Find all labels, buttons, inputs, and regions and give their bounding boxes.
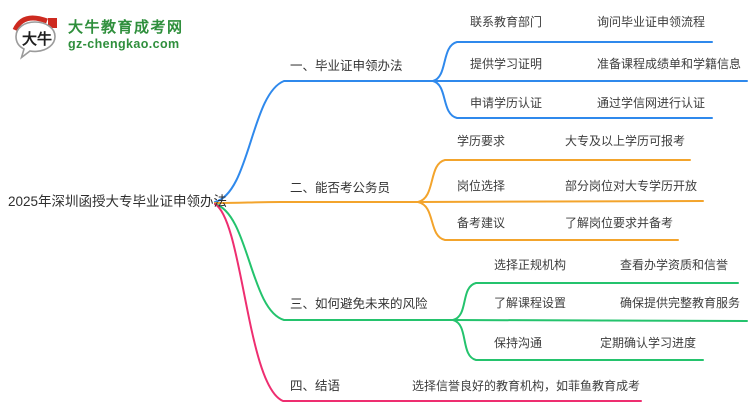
branch2-label: 二、能否考公务员 bbox=[290, 181, 391, 195]
logo-red-arc bbox=[12, 15, 48, 32]
logo-text-block: 大牛教育成考网 gz-chengkao.com bbox=[68, 15, 184, 51]
link-branch3-row3 bbox=[452, 319, 704, 361]
branch3-row1-key: 选择正规机构 bbox=[494, 258, 567, 272]
branch1-row1-value: 询问毕业证申领流程 bbox=[597, 15, 706, 29]
logo-red-seal bbox=[48, 18, 57, 28]
root-node: 2025年深圳函授大专毕业证申领办法 bbox=[8, 194, 228, 209]
link-branch2-row2 bbox=[417, 200, 704, 203]
link-root-branch3 bbox=[214, 203, 454, 321]
branch1-row3-value: 通过学信网进行认证 bbox=[597, 96, 706, 110]
link-branch2-row1 bbox=[417, 159, 691, 203]
link-branch3-row1 bbox=[452, 282, 739, 321]
link-root-branch1 bbox=[214, 80, 434, 203]
branch3-row2-value: 确保提供完整教育服务 bbox=[620, 296, 741, 310]
link-root-branch2 bbox=[214, 201, 419, 204]
branch2-row3-key: 备考建议 bbox=[457, 216, 506, 230]
branch4-label: 四、结语 bbox=[290, 379, 341, 393]
logo-speech-bubble bbox=[15, 21, 56, 60]
daniu-logo-icon: 大牛 bbox=[12, 15, 57, 60]
branch1-label: 一、毕业证申领办法 bbox=[290, 59, 403, 73]
branch2-row2-key: 岗位选择 bbox=[457, 179, 506, 193]
branch1-row2-value: 准备课程成绩单和学籍信息 bbox=[597, 57, 742, 71]
link-branch1-row3 bbox=[432, 80, 713, 119]
link-branch2-row3 bbox=[417, 201, 679, 241]
link-branch3-row2 bbox=[452, 319, 748, 322]
logo-subtitle: gz-chengkao.com bbox=[68, 37, 180, 51]
branch2-row1-value: 大专及以上学历可报考 bbox=[565, 134, 686, 148]
branch1-row3-key: 申请学历认证 bbox=[470, 96, 543, 110]
branch1-row1-key: 联系教育部门 bbox=[470, 15, 543, 29]
branch1-row2-key: 提供学习证明 bbox=[470, 57, 543, 71]
logo-title: 大牛教育成考网 bbox=[68, 19, 184, 36]
branch2-row2-value: 部分岗位对大专学历开放 bbox=[565, 179, 698, 193]
logo-bubble-text: 大牛 bbox=[22, 30, 52, 48]
branch3-row3-value: 定期确认学习进度 bbox=[600, 336, 697, 350]
site-logo: 大牛 大牛教育成考网 gz-chengkao.com bbox=[12, 15, 184, 61]
link-root-branch4 bbox=[214, 203, 642, 402]
link-branch1-row1 bbox=[432, 41, 713, 82]
branch3-row3-key: 保持沟通 bbox=[494, 336, 543, 350]
branch3-label: 三、如何避免未来的风险 bbox=[290, 297, 428, 311]
branch3-row1-value: 查看办学资质和信誉 bbox=[620, 258, 729, 272]
branch2-row1-key: 学历要求 bbox=[457, 134, 506, 148]
branch3-row2-key: 了解课程设置 bbox=[494, 296, 567, 310]
branch4-row1-value: 选择信誉良好的教育机构，如菲鱼教育成考 bbox=[412, 379, 641, 393]
branch2-row3-value: 了解岗位要求并备考 bbox=[565, 216, 674, 230]
